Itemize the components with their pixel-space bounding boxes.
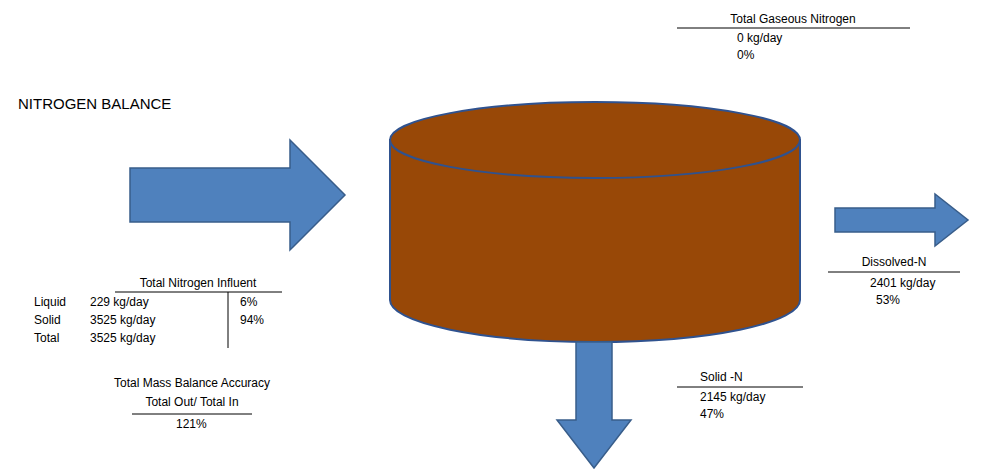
table-cell: 229 kg/day (90, 295, 149, 309)
table-cell: 3525 kg/day (90, 313, 155, 327)
output-value: 2145 kg/day (700, 390, 765, 404)
output-heading: Total Gaseous Nitrogen (730, 12, 855, 26)
rule-line (228, 292, 229, 348)
output-percent: 47% (700, 407, 724, 421)
output-percent: 53% (876, 293, 900, 307)
output-percent: 0% (737, 48, 754, 62)
influent-arrow (130, 140, 345, 250)
table-cell: 3525 kg/day (90, 331, 155, 345)
rule-line (132, 414, 252, 415)
output-value: 0 kg/day (737, 31, 782, 45)
table-cell: 6% (240, 295, 257, 309)
note-value: 121% (176, 417, 207, 431)
solid-arrow (557, 342, 631, 468)
row-name: Solid (34, 313, 61, 327)
diagram-title: NITROGEN BALANCE (18, 95, 171, 113)
rule-line (677, 28, 910, 29)
rule-line (677, 387, 803, 388)
table-heading: Total Nitrogen Influent (140, 276, 257, 290)
output-value: 2401 kg/day (870, 276, 935, 290)
table-cell: 94% (240, 313, 264, 327)
rule-line (828, 272, 960, 273)
note-text: Total Out/ Total In (145, 395, 238, 409)
output-heading: Solid -N (700, 370, 743, 384)
output-heading: Dissolved-N (862, 255, 927, 269)
note-heading: Total Mass Balance Accuracy (114, 376, 270, 390)
tank-top (390, 102, 800, 178)
row-name: Total (34, 331, 59, 345)
dissolved-arrow (835, 194, 968, 246)
row-name: Liquid (34, 295, 66, 309)
rule-line (115, 292, 282, 293)
